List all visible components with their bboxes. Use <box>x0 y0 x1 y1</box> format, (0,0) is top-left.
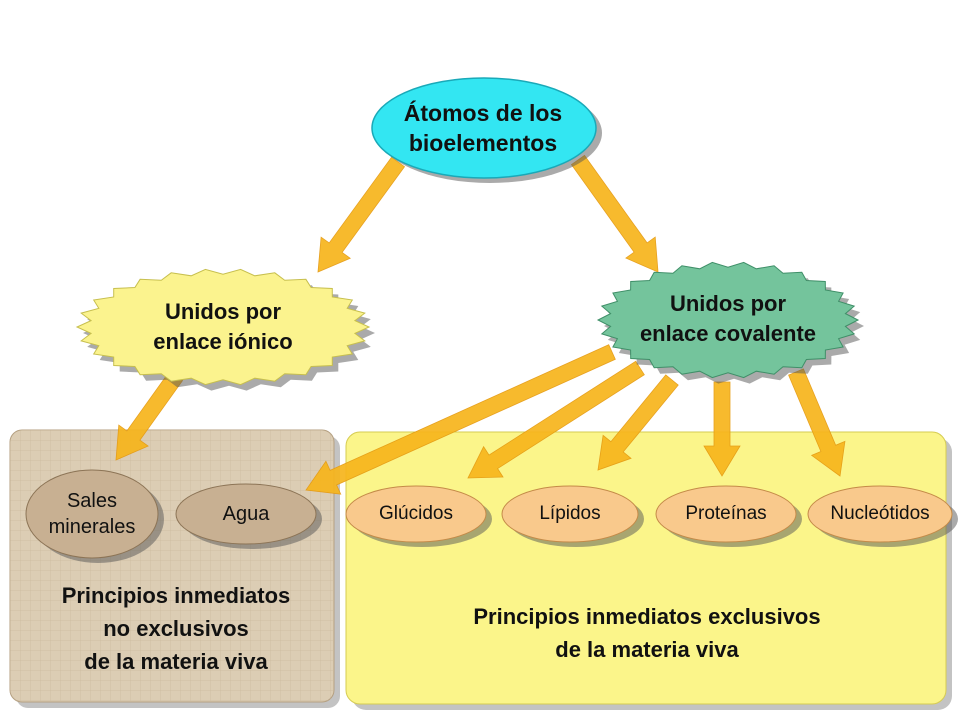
exclusive-group-label: Principios inmediatos exclusivos de la m… <box>473 604 821 662</box>
arrows-layer <box>115 154 846 495</box>
ionic-node-shape <box>75 268 375 391</box>
glucidos-node-shape <box>345 485 492 547</box>
lipidos-node-shape <box>501 485 644 547</box>
nucleotidos-node-shape <box>807 485 958 547</box>
arrow-ionic-to-sales <box>115 370 184 461</box>
covalent-bond-node-label: Unidos por enlace covalente <box>639 291 817 346</box>
arrow-root-to-ionic <box>317 156 406 273</box>
proteinas-label: Proteínas <box>685 503 767 524</box>
arrow-covalent-to-lipidos <box>597 374 679 471</box>
glucidos-label: Glúcidos <box>379 503 453 524</box>
sales-node-shape <box>25 469 164 563</box>
sales-minerales-label: Sales minerales <box>48 490 136 538</box>
arrow-root-to-covalent <box>570 154 659 273</box>
covalent-node-shape <box>596 261 864 384</box>
proteinas-node-shape <box>655 485 802 547</box>
root-node-label: Átomos de los bioelementos <box>403 100 563 156</box>
lipidos-label: Lípidos <box>539 503 601 524</box>
arrow-covalent-to-agua <box>305 344 616 495</box>
agua-node-shape <box>175 483 322 549</box>
non-exclusive-group-label: Principios inmediatos no exclusivos de l… <box>61 582 291 674</box>
ionic-bond-node-label: Unidos por enlace iónico <box>153 299 293 354</box>
arrow-covalent-to-proteinas <box>703 381 741 477</box>
nucleotidos-label: Nucleótidos <box>830 503 930 524</box>
agua-label: Agua <box>222 502 270 525</box>
exclusive-panel <box>345 431 952 710</box>
root-node-shape <box>371 77 602 183</box>
arrow-covalent-to-glucidos <box>467 360 645 479</box>
arrow-covalent-to-nucleotidos <box>788 368 846 477</box>
